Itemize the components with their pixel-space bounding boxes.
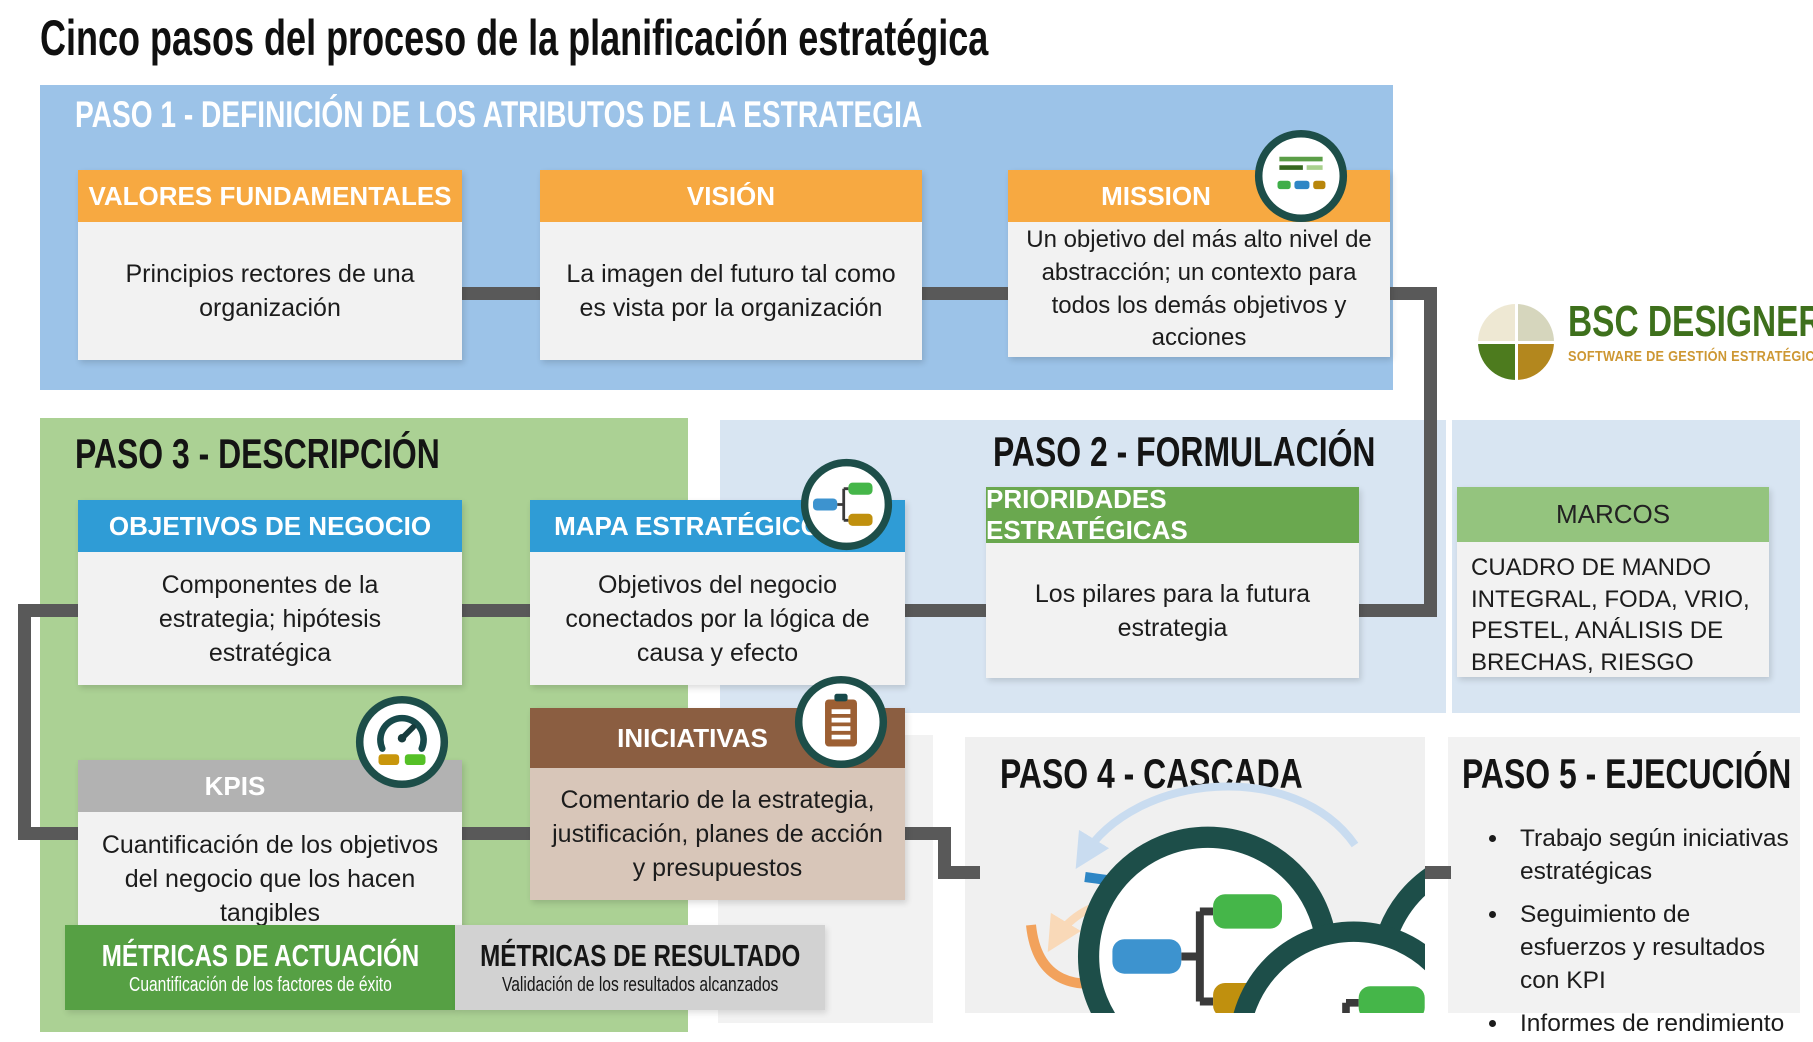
connector-kpis-iniciativas (462, 827, 530, 840)
logo-name: BSC DESIGNER (1568, 300, 1813, 344)
page-title: Cinco pasos del proceso de la planificac… (40, 10, 1357, 66)
logo-quadrant-tr (1517, 304, 1554, 341)
logo-quadrant-bl (1478, 343, 1515, 380)
vision-body: La imagen del futuro tal como es vista p… (540, 222, 922, 360)
metricas-resultado-title: MÉTRICAS DE RESULTADO (435, 940, 845, 971)
connector-objetivos-mapa (462, 604, 530, 617)
valores-header-text: VALORES FUNDAMENTALES (88, 180, 452, 211)
kpis-body: Cuantificación de los objetivos del nego… (78, 812, 462, 945)
prioridades-header: PRIORIDADES ESTRATÉGICAS (986, 484, 1359, 545)
logo-quadrant-tl (1478, 304, 1515, 341)
paso5-bullet-1: Trabajo según iniciativas estratégicas (1510, 822, 1790, 889)
mapa-body: Objetivos del negocio conectados por la … (530, 552, 905, 685)
metricas-actuacion-subtitle-text: Cuantificación de los factores de éxito (128, 974, 392, 996)
mission-statement-icon (1254, 129, 1348, 223)
connector-bracket-bottom (18, 827, 78, 840)
prioridades-card: PRIORIDADES ESTRATÉGICAS Los pilares par… (986, 484, 1359, 678)
marcos-header-text: MARCOS (1555, 499, 1671, 529)
connector-bracket-vertical (18, 604, 31, 840)
mapa-header-text: MAPA ESTRATÉGICO (554, 510, 821, 541)
paso5-heading-text: PASO 5 - EJECUCIÓN (1462, 750, 1792, 797)
initiatives-clipboard-icon (794, 675, 888, 769)
connector-down-prioridades (1359, 604, 1437, 617)
metricas-actuacion-title-text: MÉTRICAS DE ACTUACIÓN (101, 938, 419, 973)
valores-card: VALORES FUNDAMENTALES Principios rectore… (78, 170, 462, 360)
kpi-gauge-icon (355, 695, 449, 789)
objetivos-body: Componentes de la estrategia; hipótesis … (78, 552, 462, 685)
objetivos-body-text: Componentes de la estrategia; hipótesis … (158, 570, 382, 667)
kpis-card: KPIS Cuantificación de los objetivos del… (78, 760, 462, 945)
metricas-actuacion-title: MÉTRICAS DE ACTUACIÓN (57, 940, 464, 971)
metricas-resultado-title-text: MÉTRICAS DE RESULTADO (479, 938, 801, 973)
kpis-header-text: KPIS (204, 770, 266, 801)
paso5-bullet-2: Seguimiento de esfuerzos y resultados co… (1510, 898, 1790, 998)
paso2-heading-text: PASO 2 - FORMULACIÓN (993, 428, 1376, 475)
logo-tagline-text: SOFTWARE DE GESTIÓN ESTRATÉGICA (1568, 348, 1813, 365)
strategy-map-icon (800, 458, 893, 551)
metricas-resultado-subtitle-text: Validación de los resultados alcanzados (501, 974, 779, 996)
metricas-resultado-block: MÉTRICAS DE RESULTADO Validación de los … (455, 925, 825, 1010)
connector-bracket-top (18, 604, 78, 617)
marcos-body: CUADRO DE MANDO INTEGRAL, FODA, VRIO, PE… (1457, 542, 1769, 677)
mission-card: MISSION Un objetivo del más alto nivel d… (1008, 170, 1390, 357)
connector-mapa-prioridades (905, 604, 986, 617)
cascade-diagram (1026, 782, 1425, 1013)
mission-body: Un objetivo del más alto nivel de abstra… (1008, 222, 1390, 357)
paso5-bullet-list: Trabajo según iniciativas estratégicas S… (1448, 822, 1800, 1042)
paso5-heading: PASO 5 - EJECUCIÓN (1462, 750, 1813, 797)
prioridades-header-text: PRIORIDADES ESTRATÉGICAS (986, 484, 1188, 545)
paso1-heading-text: PASO 1 - DEFINICIÓN DE LOS ATRIBUTOS DE … (75, 94, 923, 135)
objetivos-card: OBJETIVOS DE NEGOCIO Componentes de la e… (78, 500, 462, 685)
vision-header: VISIÓN (540, 170, 922, 222)
valores-body: Principios rectores de una organización (78, 222, 462, 360)
connector-mission-down (1424, 287, 1437, 617)
connector-into-paso4 (938, 866, 980, 879)
logo-tagline: SOFTWARE DE GESTIÓN ESTRATÉGICA (1568, 349, 1813, 364)
paso1-heading: PASO 1 - DEFINICIÓN DE LOS ATRIBUTOS DE … (75, 94, 1190, 135)
metricas-actuacion-subtitle: Cuantificación de los factores de éxito (92, 975, 429, 995)
iniciativas-body: Comentario de la estrategia, justificaci… (530, 768, 905, 900)
vision-card: VISIÓN La imagen del futuro tal como es … (540, 170, 922, 360)
mission-header-text: MISSION (1101, 180, 1211, 211)
connector-valores-vision (462, 287, 540, 300)
page-title-text: Cinco pasos del proceso de la planificac… (40, 10, 989, 66)
iniciativas-header-text: INICIATIVAS (617, 722, 768, 753)
paso3-heading-text: PASO 3 - DESCRIPCIÓN (75, 430, 440, 477)
vision-header-text: VISIÓN (686, 180, 776, 211)
paso2-heading: PASO 2 - FORMULACIÓN (993, 428, 1496, 475)
marcos-card: MARCOS CUADRO DE MANDO INTEGRAL, FODA, V… (1457, 487, 1769, 677)
marcos-header: MARCOS (1457, 487, 1769, 542)
objetivos-header-text: OBJETIVOS DE NEGOCIO (108, 510, 432, 541)
paso3-heading: PASO 3 - DESCRIPCIÓN (75, 430, 555, 477)
connector-paso4-paso5 (1425, 866, 1451, 879)
logo-name-text: BSC DESIGNER (1568, 297, 1813, 346)
objetivos-header: OBJETIVOS DE NEGOCIO (78, 500, 462, 552)
paso5-panel (1448, 737, 1800, 1013)
metricas-resultado-subtitle: Validación de los resultados alcanzados (463, 975, 817, 995)
bsc-designer-logo (1478, 304, 1554, 380)
valores-header: VALORES FUNDAMENTALES (78, 170, 462, 222)
logo-quadrant-br (1517, 343, 1554, 380)
paso5-bullet-3: Informes de rendimiento (1510, 1007, 1790, 1040)
connector-vision-mission (922, 287, 1008, 300)
metricas-actuacion-block: MÉTRICAS DE ACTUACIÓN Cuantificación de … (65, 925, 455, 1010)
prioridades-body: Los pilares para la futura estrategia (986, 543, 1359, 678)
